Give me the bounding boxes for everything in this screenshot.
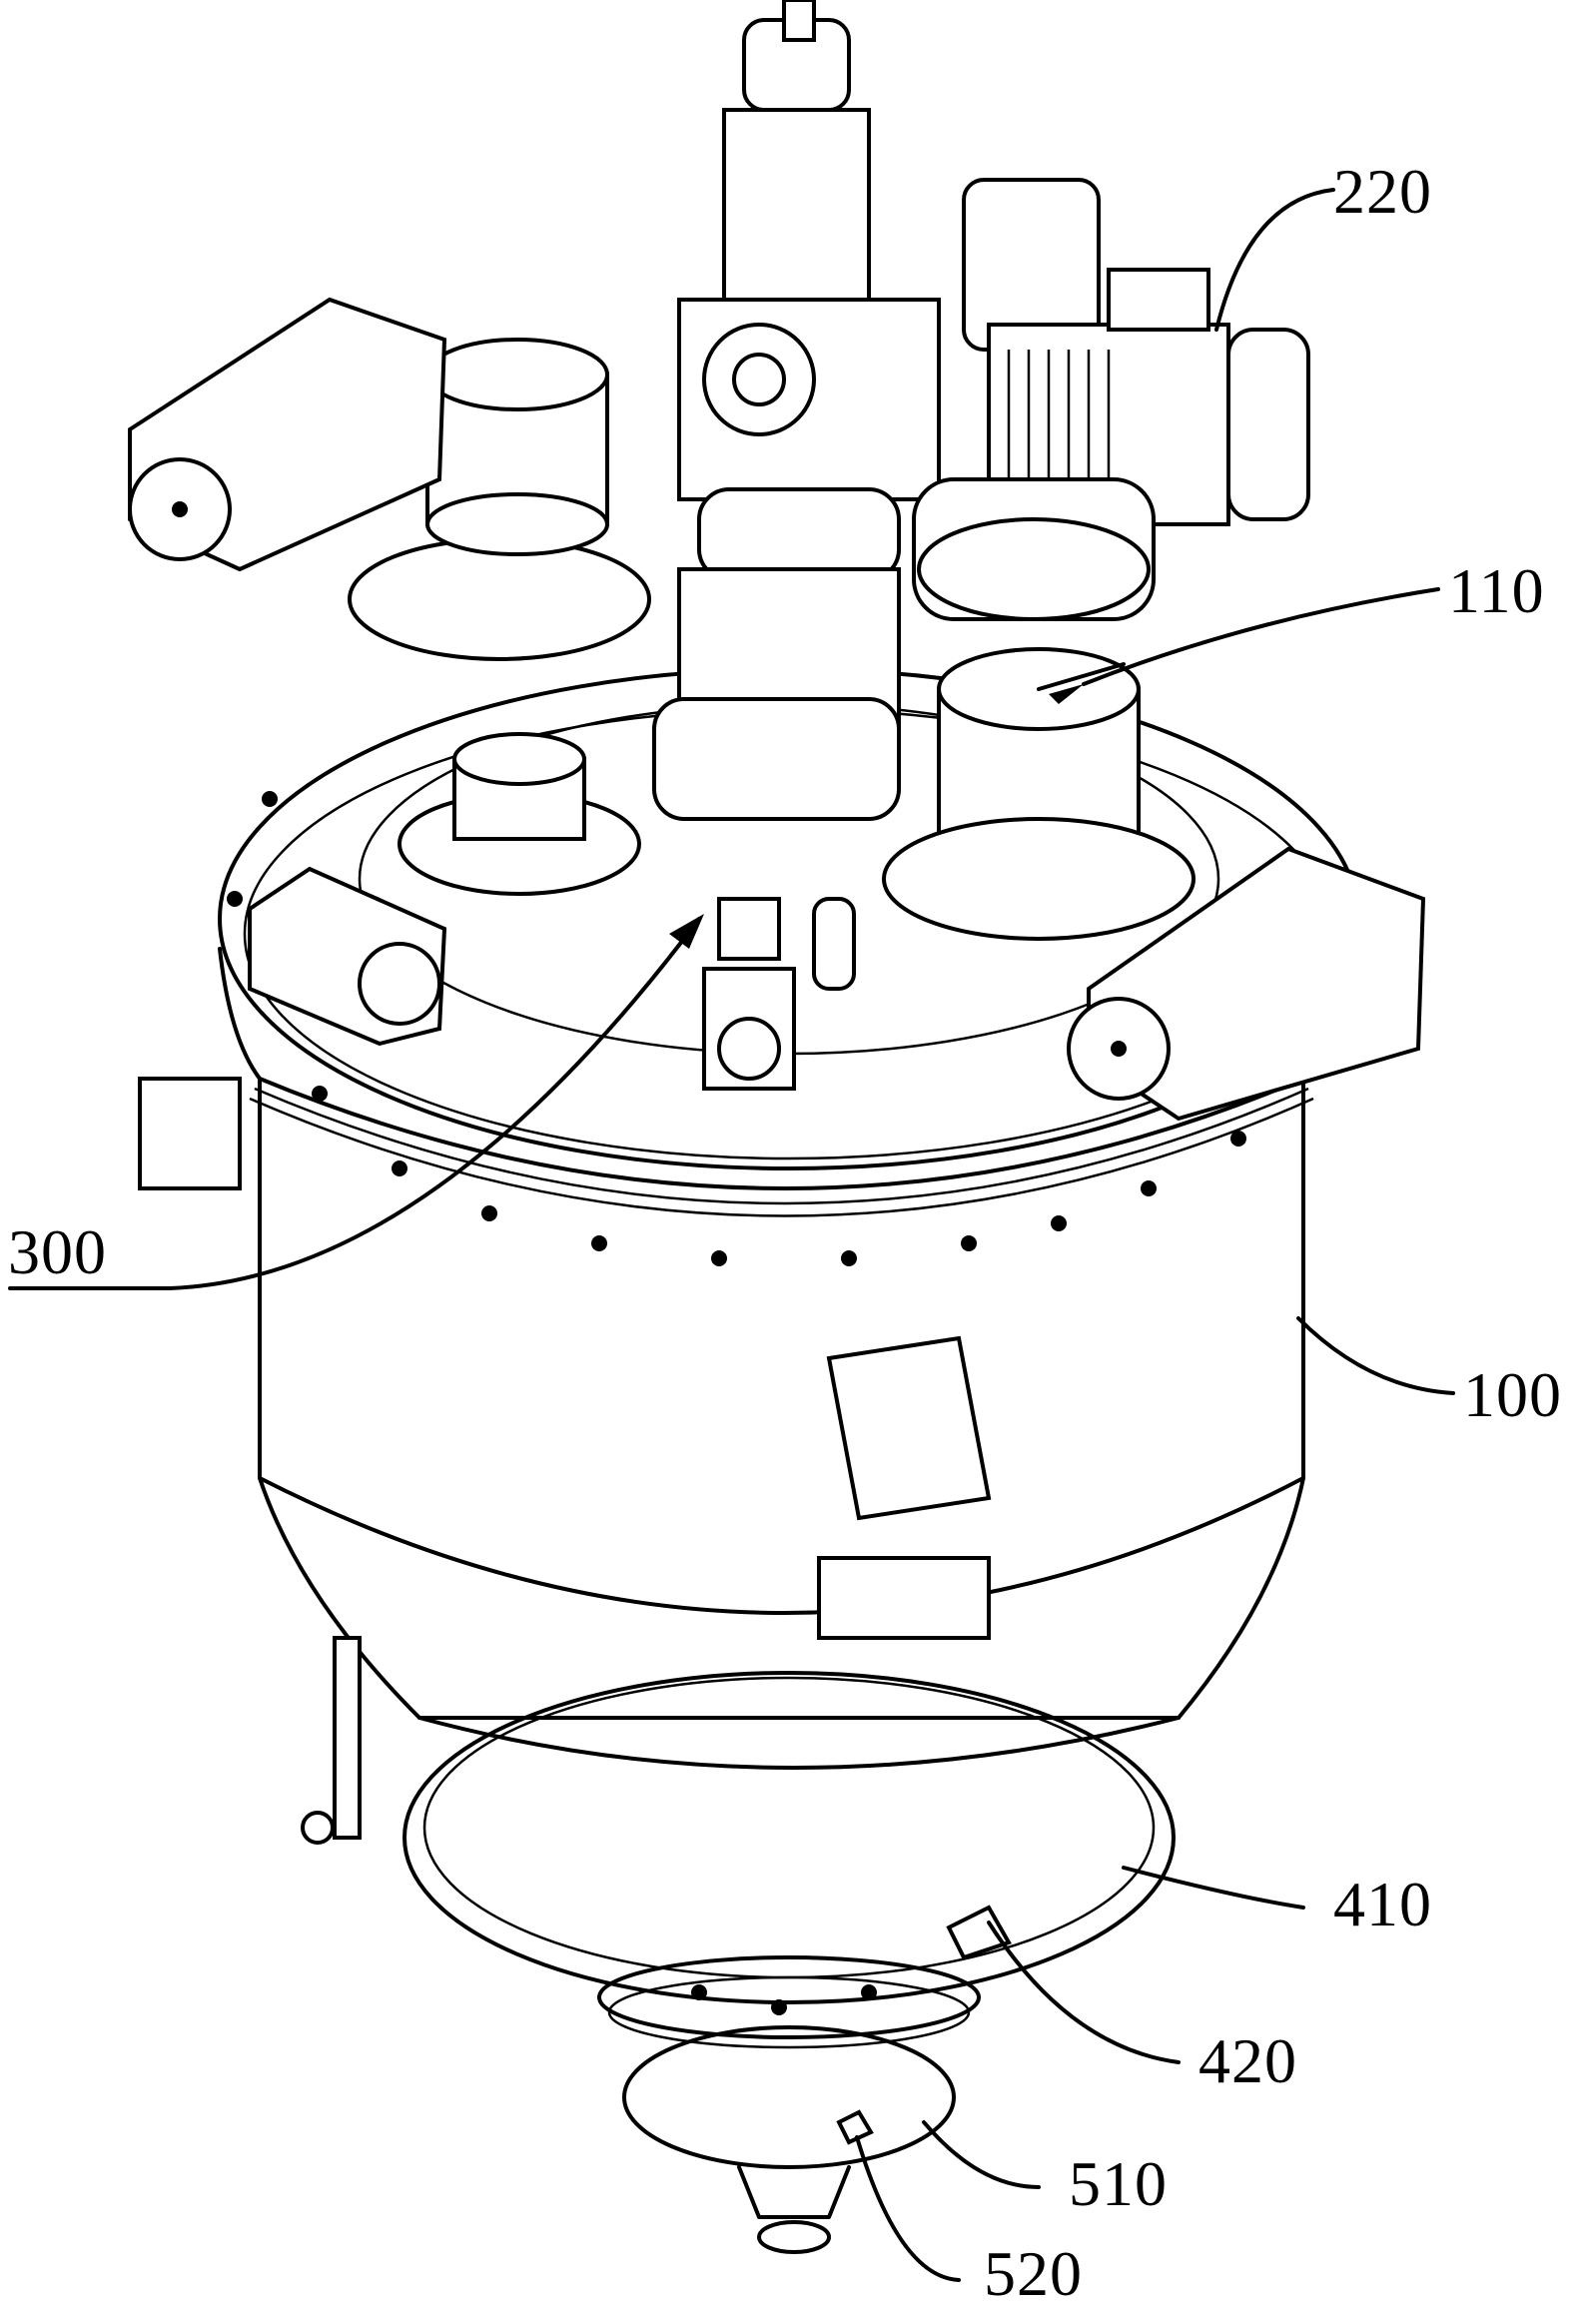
actuator-front-right xyxy=(1067,846,1426,1122)
support-pipe xyxy=(301,1636,362,1845)
bottom-flange xyxy=(597,1955,981,2049)
leader-420 xyxy=(987,1921,1181,2064)
leader-220 xyxy=(1214,188,1335,332)
label-410: 410 xyxy=(1333,1869,1432,1939)
leader-100 xyxy=(1296,1316,1455,1395)
actuator-top-left xyxy=(128,297,447,572)
leader-410 xyxy=(1122,1866,1305,1910)
front-left-port xyxy=(398,732,641,896)
actuator-front-left xyxy=(248,866,447,1047)
central-drive xyxy=(652,0,941,821)
label-100: 100 xyxy=(1463,1359,1562,1430)
ring-510 xyxy=(622,2025,956,2254)
lid-bolts xyxy=(227,791,1246,1266)
load-cell-bracket xyxy=(138,1077,992,1640)
top-right-port xyxy=(912,477,1156,621)
leader-510 xyxy=(922,2120,1041,2189)
label-110: 110 xyxy=(1448,555,1545,626)
label-510: 510 xyxy=(1069,2148,1168,2219)
leader-520 xyxy=(855,2135,961,2282)
label-520: 520 xyxy=(984,2238,1083,2309)
label-300: 300 xyxy=(8,1216,107,1287)
motor-220 xyxy=(962,178,1310,526)
leader-300 xyxy=(8,917,701,1290)
label-420: 420 xyxy=(1198,2025,1297,2096)
label-220: 220 xyxy=(1333,156,1432,227)
leader-110 xyxy=(1082,587,1440,686)
valve-300 xyxy=(702,897,856,1091)
leader-lines xyxy=(8,188,1455,2282)
ring-410 xyxy=(402,1671,1176,2004)
tank-body-100 xyxy=(249,1077,1314,1770)
front-right-port xyxy=(882,647,1196,941)
